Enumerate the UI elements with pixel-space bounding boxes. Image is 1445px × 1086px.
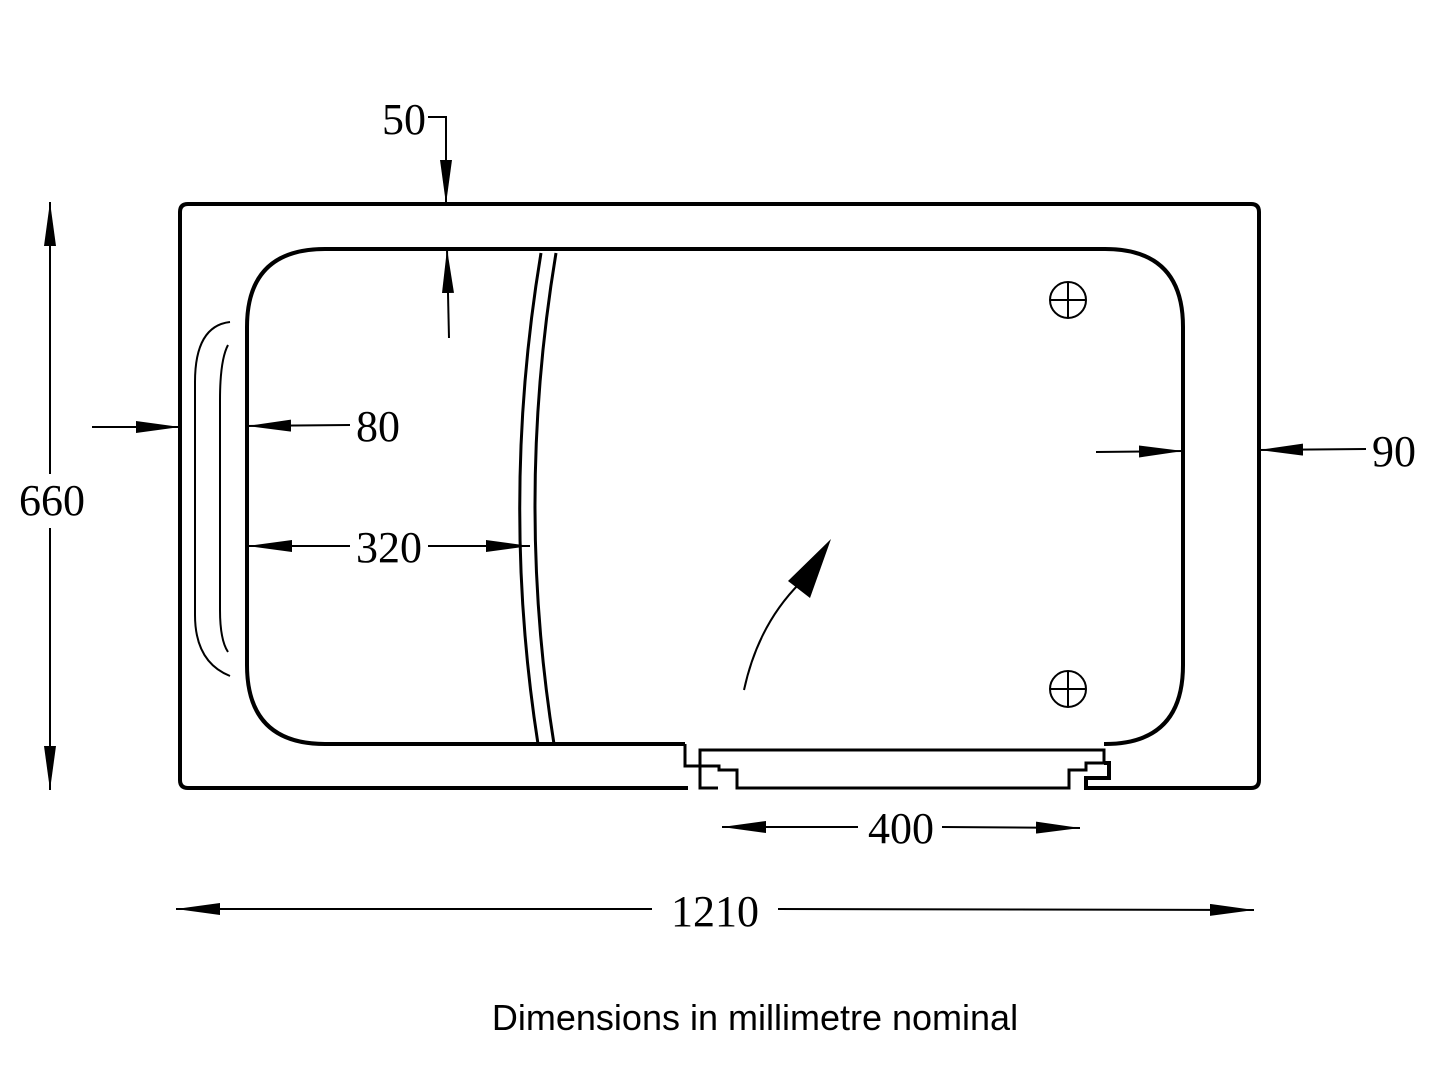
grab-handle bbox=[194, 321, 231, 677]
dim-label-door-width: 400 bbox=[868, 804, 934, 853]
tap-hole-icon bbox=[1049, 281, 1087, 319]
bath-outer-rim bbox=[178, 202, 1261, 790]
door-swing-arrow bbox=[743, 539, 831, 691]
bath-inner-basin bbox=[245, 247, 1185, 790]
dim-length: 1210 bbox=[176, 887, 1255, 936]
seat-edge-curve bbox=[518, 252, 558, 745]
dim-depth: 660 bbox=[8, 202, 96, 790]
dim-rim-left: 80 bbox=[92, 402, 400, 451]
dim-seat-width: 320 bbox=[248, 523, 530, 572]
dim-label-seat-width: 320 bbox=[356, 523, 422, 572]
dim-label-length: 1210 bbox=[671, 887, 759, 936]
dim-label-rim-right: 90 bbox=[1372, 427, 1416, 476]
dim-label-depth: 660 bbox=[19, 476, 85, 525]
tap-hole-icon bbox=[1049, 670, 1087, 708]
dim-rim-right: 90 bbox=[1095, 427, 1416, 476]
dim-door-width: 400 bbox=[722, 804, 1081, 853]
dimensions-note: Dimensions in millimetre nominal bbox=[491, 997, 1019, 1038]
dim-label-rim-top: 50 bbox=[382, 95, 426, 144]
dim-label-rim-left: 80 bbox=[356, 402, 400, 451]
door-panel bbox=[698, 748, 1106, 790]
dim-rim-top: 50 bbox=[382, 95, 454, 339]
